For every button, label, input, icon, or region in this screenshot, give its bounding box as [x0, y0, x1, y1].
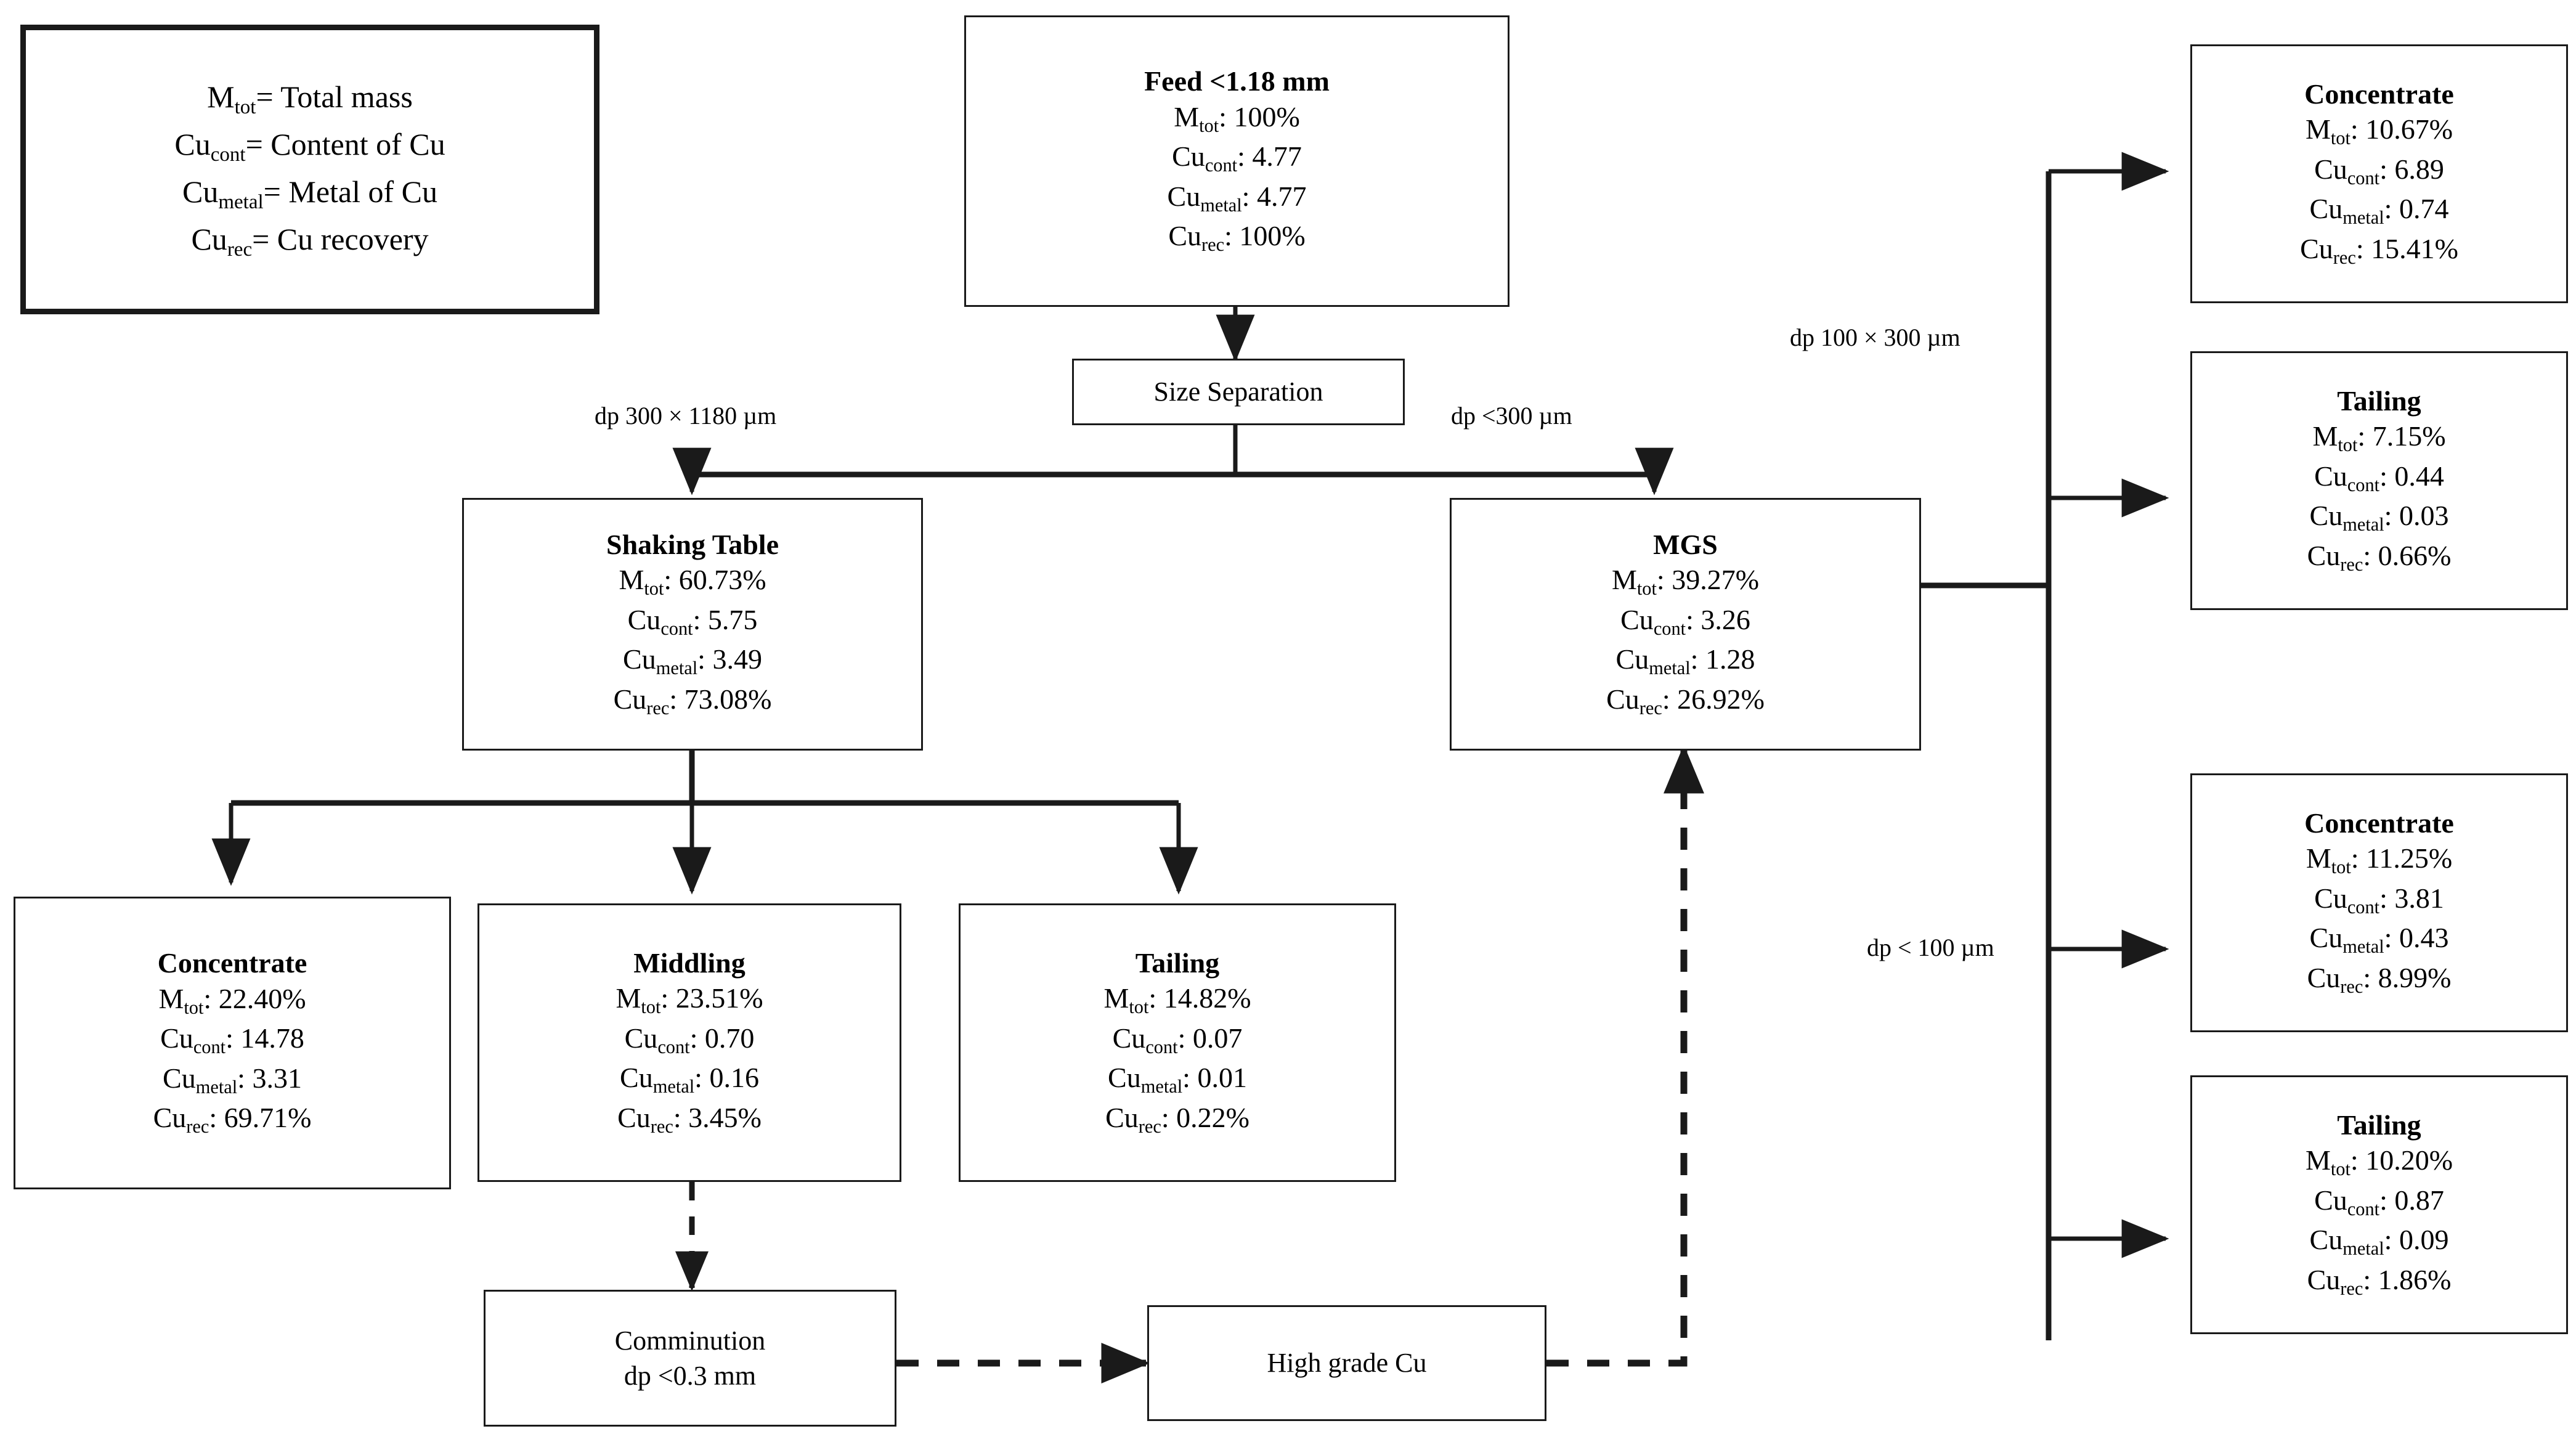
node-mgs-concentrate-coarse-cucont: Cucont: 6.89 [2314, 153, 2444, 189]
node-mgs-tailing-coarse-curec: Curec: 0.66% [2307, 539, 2452, 575]
node-comminution-line2: dp <0.3 mm [624, 1361, 757, 1391]
edge-label-mgs-coarse: dp 100 × 300 µm [1790, 324, 1960, 351]
node-mgs-curec: Curec: 26.92% [1606, 683, 1765, 719]
node-shaking-table-cumetal: Cumetal: 3.49 [623, 643, 762, 679]
node-mgs-tailing-fine-title: Tailing [2337, 1109, 2421, 1141]
node-shaking-table-title: Shaking Table [606, 528, 779, 560]
node-shaking-concentrate: Concentrate Mtot: 22.40% Cucont: 14.78 C… [14, 897, 451, 1189]
edge-label-fine-split: dp <300 µm [1451, 402, 1572, 430]
node-feed-curec: Curec: 100% [1168, 220, 1306, 256]
node-shaking-tailing: Tailing Mtot: 14.82% Cucont: 0.07 Cumeta… [959, 903, 1396, 1182]
legend-box: Mtot= Total mass Cucont= Content of Cu C… [20, 25, 599, 314]
node-size-separation: Size Separation [1072, 359, 1405, 425]
node-shaking-tailing-curec: Curec: 0.22% [1105, 1101, 1249, 1137]
node-high-grade-cu: High grade Cu [1147, 1305, 1546, 1421]
node-mgs-concentrate-fine-mtot: Mtot: 11.25% [2306, 842, 2453, 878]
node-shaking-concentrate-cumetal: Cumetal: 3.31 [163, 1062, 302, 1098]
node-shaking-concentrate-mtot: Mtot: 22.40% [158, 982, 306, 1018]
node-feed-mtot: Mtot: 100% [1174, 100, 1300, 136]
node-mgs-cumetal: Cumetal: 1.28 [1615, 643, 1755, 679]
node-feed-title: Feed <1.18 mm [1144, 65, 1330, 97]
node-feed-cumetal: Cumetal: 4.77 [1167, 180, 1307, 216]
node-feed: Feed <1.18 mm Mtot: 100% Cucont: 4.77 Cu… [964, 15, 1509, 307]
node-mgs-tailing-coarse: Tailing Mtot: 7.15% Cucont: 0.44 Cumetal… [2190, 351, 2568, 610]
legend-line-mtot: Mtot= Total mass [207, 79, 413, 118]
node-mgs-concentrate-fine-cumetal: Cumetal: 0.43 [2309, 922, 2449, 958]
node-mgs-mtot: Mtot: 39.27% [1611, 564, 1760, 600]
node-mgs-tailing-coarse-cucont: Cucont: 0.44 [2314, 460, 2444, 495]
node-mgs-concentrate-fine: Concentrate Mtot: 11.25% Cucont: 3.81 Cu… [2190, 773, 2568, 1032]
node-mgs-tailing-fine-curec: Curec: 1.86% [2307, 1263, 2452, 1299]
node-mgs-tailing-fine: Tailing Mtot: 10.20% Cucont: 0.87 Cumeta… [2190, 1075, 2568, 1334]
node-shaking-concentrate-curec: Curec: 69.71% [153, 1102, 312, 1138]
node-shaking-tailing-cumetal: Cumetal: 0.01 [1108, 1062, 1247, 1098]
node-mgs-concentrate-coarse-curec: Curec: 15.41% [2300, 232, 2458, 268]
node-mgs-concentrate-coarse-cumetal: Cumetal: 0.74 [2309, 193, 2449, 229]
node-shaking-middling-cumetal: Cumetal: 0.16 [620, 1062, 759, 1098]
node-comminution: Comminution dp <0.3 mm [484, 1290, 896, 1427]
node-shaking-middling-title: Middling [633, 947, 746, 979]
node-mgs-tailing-coarse-cumetal: Cumetal: 0.03 [2309, 500, 2449, 536]
node-mgs-concentrate-coarse-mtot: Mtot: 10.67% [2305, 113, 2453, 149]
node-feed-cucont: Cucont: 4.77 [1172, 141, 1302, 176]
node-shaking-tailing-cucont: Cucont: 0.07 [1112, 1022, 1243, 1057]
node-shaking-concentrate-cucont: Cucont: 14.78 [160, 1022, 304, 1058]
node-shaking-table-cucont: Cucont: 5.75 [627, 603, 758, 639]
node-size-separation-title: Size Separation [1153, 377, 1323, 407]
node-mgs-tailing-coarse-mtot: Mtot: 7.15% [2312, 420, 2446, 456]
edge-label-mgs-fine: dp < 100 µm [1867, 934, 1994, 961]
node-mgs-tailing-coarse-title: Tailing [2337, 385, 2421, 417]
node-shaking-tailing-mtot: Mtot: 14.82% [1103, 982, 1251, 1018]
legend-line-cumetal: Cumetal= Metal of Cu [182, 174, 437, 213]
node-mgs-concentrate-fine-title: Concentrate [2304, 807, 2454, 839]
node-mgs-tailing-fine-cumetal: Cumetal: 0.09 [2309, 1224, 2449, 1260]
node-high-grade-cu-title: High grade Cu [1267, 1348, 1427, 1379]
node-mgs-title: MGS [1653, 528, 1718, 560]
node-mgs-tailing-fine-mtot: Mtot: 10.20% [2305, 1144, 2453, 1180]
node-comminution-line1: Comminution [614, 1325, 766, 1356]
legend-line-cucont: Cucont= Content of Cu [174, 126, 445, 166]
node-mgs-tailing-fine-cucont: Cucont: 0.87 [2314, 1184, 2444, 1220]
node-shaking-middling-curec: Curec: 3.45% [617, 1101, 762, 1137]
node-shaking-concentrate-title: Concentrate [157, 947, 307, 979]
node-shaking-middling: Middling Mtot: 23.51% Cucont: 0.70 Cumet… [477, 903, 901, 1182]
node-mgs-concentrate-fine-cucont: Cucont: 3.81 [2314, 882, 2444, 918]
node-mgs-concentrate-coarse: Concentrate Mtot: 10.67% Cucont: 6.89 Cu… [2190, 44, 2568, 303]
node-shaking-middling-mtot: Mtot: 23.51% [616, 982, 763, 1018]
node-mgs-cucont: Cucont: 3.26 [1620, 603, 1750, 639]
edge-label-coarse-split: dp 300 × 1180 µm [595, 402, 777, 430]
node-shaking-table: Shaking Table Mtot: 60.73% Cucont: 5.75 … [462, 498, 923, 751]
node-mgs-concentrate-coarse-title: Concentrate [2304, 78, 2454, 110]
node-mgs: MGS Mtot: 39.27% Cucont: 3.26 Cumetal: 1… [1450, 498, 1921, 751]
node-mgs-concentrate-fine-curec: Curec: 8.99% [2307, 961, 2452, 997]
legend-line-curec: Curec= Cu recovery [191, 222, 429, 261]
node-shaking-middling-cucont: Cucont: 0.70 [624, 1022, 755, 1057]
node-shaking-table-mtot: Mtot: 60.73% [619, 564, 766, 600]
node-shaking-table-curec: Curec: 73.08% [613, 683, 772, 719]
node-shaking-tailing-title: Tailing [1135, 947, 1220, 979]
